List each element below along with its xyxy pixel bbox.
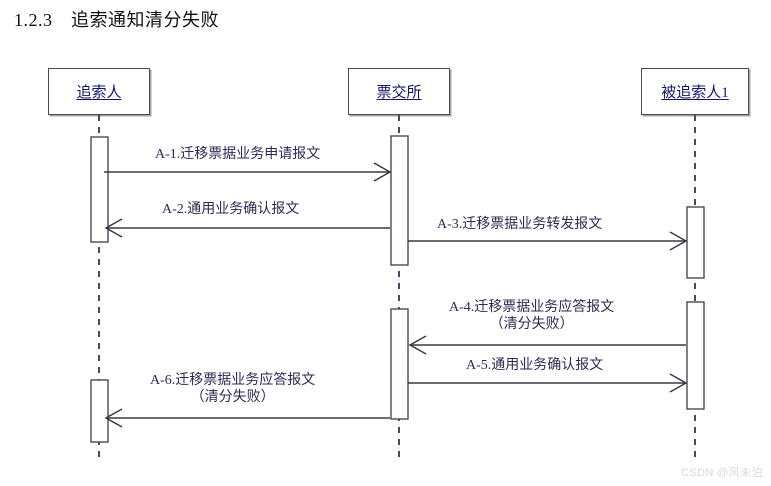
participant-box-p2[interactable]: 票交所: [348, 68, 450, 115]
message-label-A-2: A-2.通用业务确认报文: [162, 201, 299, 218]
participant-box-p1[interactable]: 追索人: [48, 68, 150, 115]
message-label-line1-A-6: A-6.迁移票据业务应答报文: [150, 373, 316, 388]
message-arrow-A-2[interactable]: [104, 218, 390, 238]
message-label-A-1: A-1.迁移票据业务申请报文: [155, 146, 320, 163]
participant-label-p2: 票交所: [376, 85, 422, 101]
arrowhead-A-4: [408, 335, 427, 355]
participant-box-p3[interactable]: 被追索人1: [641, 68, 749, 115]
message-arrow-A-6[interactable]: [104, 408, 390, 428]
page-title: 1.2.3 追索通知清分失败: [14, 10, 219, 30]
arrowhead-A-3: [669, 231, 688, 251]
arrowhead-A-6: [104, 408, 123, 428]
message-label-line1-A-2: A-2.通用业务确认报文: [162, 202, 300, 217]
participant-label-p3: 被追索人1: [661, 85, 729, 101]
message-arrow-A-3[interactable]: [408, 231, 688, 251]
activation-bar-p2-2: [390, 135, 409, 266]
message-arrow-A-1[interactable]: [104, 162, 392, 182]
message-label-A-4: A-4.迁移票据业务应答报文 （清分失败）: [449, 299, 614, 333]
watermark: CSDN @风未泊: [681, 467, 763, 479]
message-arrow-A-5[interactable]: [408, 373, 688, 393]
message-label-line2-A-6: （清分失败）: [190, 390, 275, 405]
activation-bar-p1-0: [90, 136, 109, 243]
activation-bar-p3-4: [686, 206, 705, 279]
message-label-line1-A-4: A-4.迁移票据业务应答报文: [449, 300, 615, 315]
message-label-line1-A-5: A-5.通用业务确认报文: [466, 358, 604, 373]
message-label-A-3: A-3.迁移票据业务转发报文: [437, 216, 602, 233]
message-label-A-6: A-6.迁移票据业务应答报文 （清分失败）: [150, 372, 315, 406]
message-label-A-5: A-5.通用业务确认报文: [466, 357, 603, 374]
activation-bar-p3-5: [686, 301, 705, 410]
message-label-line1-A-1: A-1.迁移票据业务申请报文: [155, 147, 321, 162]
activation-bar-p1-1: [90, 379, 109, 443]
arrowhead-A-2: [104, 218, 123, 238]
arrowhead-A-5: [669, 373, 688, 393]
activation-bar-p2-3: [390, 308, 409, 420]
message-label-line2-A-4: （清分失败）: [489, 317, 574, 332]
message-label-line1-A-3: A-3.迁移票据业务转发报文: [437, 217, 603, 232]
participant-label-p1: 追索人: [76, 85, 122, 101]
message-arrow-A-4[interactable]: [408, 335, 686, 355]
arrowhead-A-1: [373, 162, 392, 182]
